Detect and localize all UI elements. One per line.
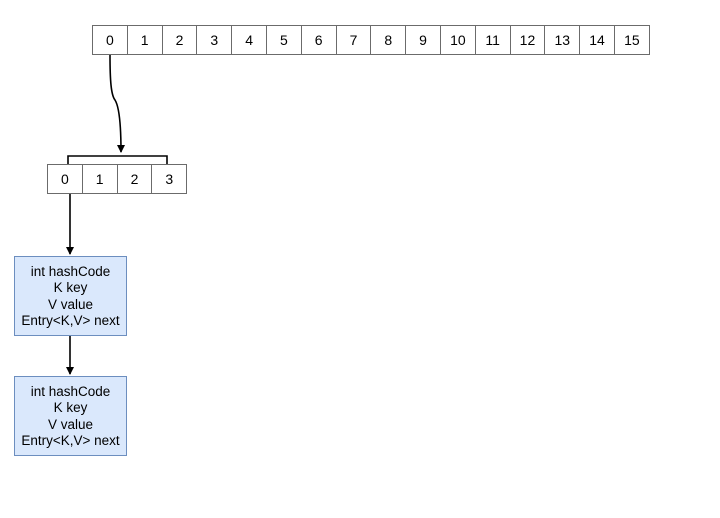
entry-field-next: Entry<K,V> next bbox=[21, 312, 120, 328]
segment-array-cell: 1 bbox=[81, 164, 118, 194]
segment-array-cell: 2 bbox=[116, 164, 153, 194]
table-array-cell: 11 bbox=[474, 25, 511, 55]
entry-field-value: V value bbox=[47, 296, 94, 312]
table-array-cell: 14 bbox=[579, 25, 615, 55]
entry-field-next: Entry<K,V> next bbox=[21, 432, 120, 448]
table-array-cell: 15 bbox=[613, 25, 650, 55]
entry-field-key: K key bbox=[53, 280, 88, 296]
table-array-cell: 5 bbox=[265, 25, 302, 55]
table-array-cell: 10 bbox=[439, 25, 476, 55]
entry-field-hashcode: int hashCode bbox=[30, 384, 111, 399]
segment-array-cell: 0 bbox=[47, 164, 83, 194]
table-array-cell: 12 bbox=[509, 25, 546, 55]
table-array-cell: 0 bbox=[92, 25, 128, 55]
segment-array: 0 1 2 3 bbox=[47, 164, 188, 194]
segment-bracket bbox=[67, 155, 168, 164]
table-to-segment-arrow bbox=[109, 54, 125, 153]
table-array-cell: 3 bbox=[196, 25, 233, 55]
table-array-cell: 7 bbox=[335, 25, 372, 55]
table-array-cell: 13 bbox=[544, 25, 581, 55]
entry-node: int hashCode K key V value Entry<K,V> ne… bbox=[14, 376, 127, 456]
table-array-cell: 1 bbox=[126, 25, 163, 55]
table-array-cell: 2 bbox=[161, 25, 198, 55]
table-array-cell: 6 bbox=[300, 25, 337, 55]
table-array-cell: 8 bbox=[370, 25, 407, 55]
entry-node: int hashCode K key V value Entry<K,V> ne… bbox=[14, 256, 127, 336]
entry-field-key: K key bbox=[53, 400, 88, 416]
table-array-cell: 9 bbox=[405, 25, 441, 55]
segment-array-cell: 3 bbox=[151, 164, 188, 194]
entry-field-hashcode: int hashCode bbox=[30, 264, 111, 279]
table-array: 0 1 2 3 4 5 6 7 8 9 10 11 12 13 14 15 bbox=[92, 25, 650, 55]
entry-field-value: V value bbox=[47, 416, 94, 432]
table-array-cell: 4 bbox=[231, 25, 267, 55]
